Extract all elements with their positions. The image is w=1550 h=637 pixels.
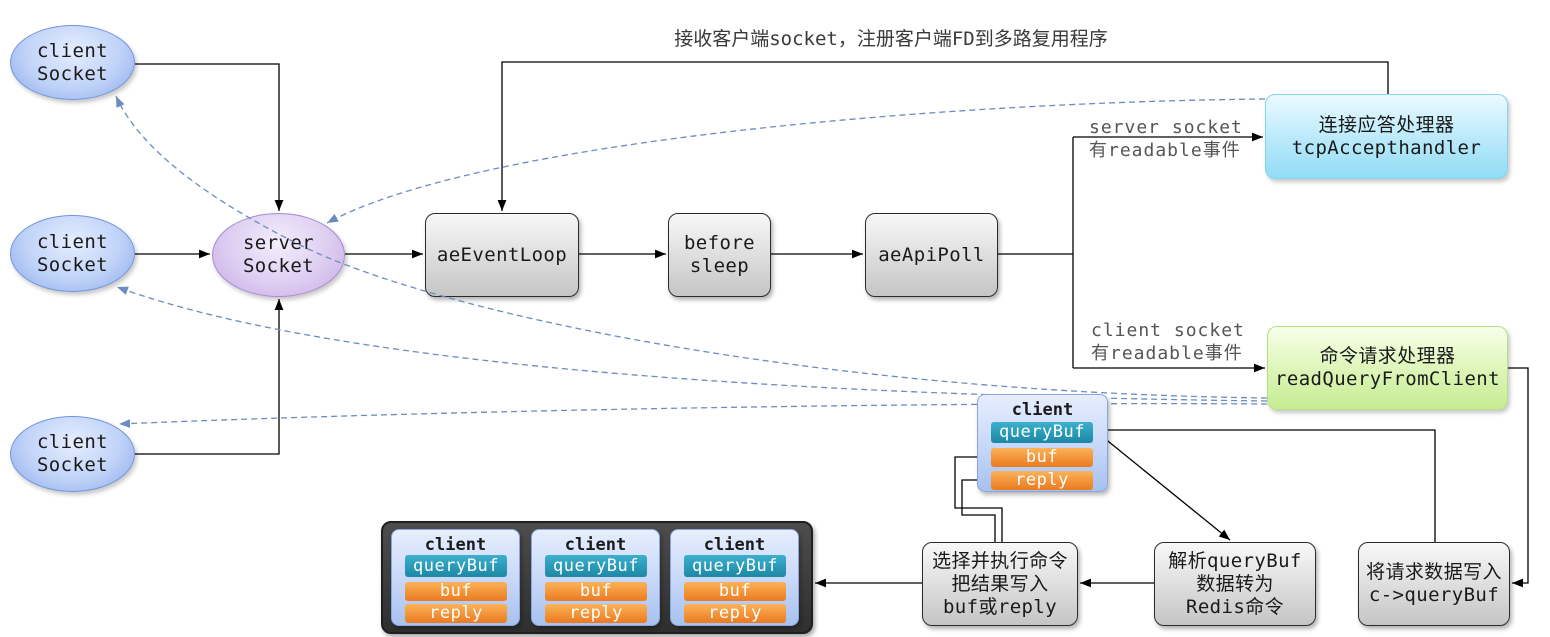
- client-pool-item-2: client queryBuf buf reply: [531, 529, 660, 626]
- ae-event-loop-label: aeEventLoop: [436, 243, 568, 266]
- client-socket-3-line1: client: [36, 431, 109, 453]
- accept-flow-label: 接收客户端socket，注册客户端FD到多路复用程序: [674, 28, 1108, 50]
- tcp-accept-handler-title: 连接应答处理器: [1318, 113, 1455, 136]
- execute-command-line3: buf或reply: [942, 595, 1058, 618]
- server-socket: server Socket: [212, 213, 345, 297]
- client-pool-item-1-querybuf: queryBuf: [405, 555, 507, 577]
- client-struct-querybuf: queryBuf: [991, 422, 1093, 443]
- ae-api-poll-label: aeApiPoll: [878, 243, 985, 266]
- write-query-buf-line1: 将请求数据写入: [1366, 561, 1502, 583]
- arrow-client-socket-1-to-server: [135, 63, 284, 211]
- execute-command-line2: 把结果写入: [951, 572, 1049, 595]
- line-api-poll-branch: [998, 137, 1074, 368]
- ae-event-loop-node: aeEventLoop: [425, 213, 579, 297]
- arrow-querybuf-to-parse-step: [1097, 432, 1231, 541]
- read-query-handler-node: 命令请求处理器 readQueryFromClient: [1267, 326, 1508, 410]
- tcp-accept-handler-node: 连接应答处理器 tcpAccepthandler: [1265, 94, 1508, 179]
- server-socket-readable-line1: server socket: [1089, 117, 1243, 138]
- before-sleep-line1: before: [683, 232, 756, 254]
- execute-command-step: 选择并执行命令 把结果写入 buf或reply: [922, 542, 1078, 626]
- client-socket-3-line2: Socket: [36, 454, 109, 476]
- client-pool-item-3-title: client: [703, 535, 766, 555]
- arrow-client-socket-3-to-server: [135, 299, 284, 455]
- client-pool-item-1-title: client: [424, 535, 487, 555]
- client-socket-2-line2: Socket: [36, 253, 109, 276]
- tcp-accept-handler-name: tcpAccepthandler: [1291, 136, 1482, 159]
- client-pool-item-2-querybuf: queryBuf: [545, 555, 647, 577]
- parse-query-buf-line1: 解析queryBuf: [1168, 549, 1302, 572]
- read-query-handler-title: 命令请求处理器: [1319, 345, 1456, 367]
- arrow-write-step-to-querybuf: [1095, 425, 1436, 542]
- client-pool-item-1-buf: buf: [405, 582, 507, 601]
- client-socket-2: client Socket: [10, 215, 135, 292]
- ae-api-poll-node: aeApiPoll: [865, 213, 998, 297]
- client-socket-3: client Socket: [10, 416, 135, 492]
- client-pool: client queryBuf buf reply client queryBu…: [381, 521, 813, 634]
- client-pool-item-3-reply: reply: [684, 604, 786, 623]
- client-pool-item-3-querybuf: queryBuf: [684, 555, 786, 577]
- execute-command-line1: 选择并执行命令: [932, 549, 1068, 572]
- client-socket-1: client Socket: [10, 25, 135, 100]
- arrow-read-handler-to-write-step: [1508, 367, 1529, 588]
- client-socket-2-line1: client: [36, 230, 109, 253]
- parse-query-buf-line3: Redis命令: [1186, 595, 1284, 618]
- client-pool-item-1: client queryBuf buf reply: [391, 529, 520, 626]
- read-query-handler-name: readQueryFromClient: [1275, 368, 1500, 390]
- write-query-buf-line2: c->queryBuf: [1368, 584, 1500, 606]
- client-pool-item-3-buf: buf: [684, 582, 786, 601]
- parse-query-buf-step: 解析queryBuf 数据转为 Redis命令: [1154, 542, 1316, 626]
- client-socket-readable-label: client socket 有readable事件: [1091, 319, 1261, 365]
- client-pool-item-2-buf: buf: [545, 582, 647, 601]
- client-pool-item-2-title: client: [564, 535, 627, 555]
- client-socket-readable-line2: 有readable事件: [1091, 343, 1243, 364]
- server-socket-readable-label: server socket 有readable事件: [1089, 116, 1259, 162]
- server-socket-line2: Socket: [242, 255, 315, 277]
- before-sleep-node: before sleep: [668, 213, 771, 297]
- before-sleep-line2: sleep: [689, 255, 750, 277]
- client-pool-item-3: client queryBuf buf reply: [670, 529, 799, 626]
- client-socket-1-line2: Socket: [36, 62, 109, 85]
- parse-query-buf-line2: 数据转为: [1196, 572, 1274, 595]
- client-pool-item-2-reply: reply: [545, 604, 647, 623]
- client-struct-reply: reply: [991, 471, 1093, 490]
- server-socket-readable-line2: 有readable事件: [1089, 140, 1241, 161]
- server-socket-line1: server: [242, 232, 315, 254]
- client-struct-buf: buf: [991, 448, 1093, 467]
- client-socket-readable-line1: client socket: [1091, 320, 1245, 341]
- client-struct-title: client: [1011, 400, 1074, 420]
- client-socket-1-line1: client: [36, 39, 109, 62]
- client-struct: client queryBuf buf reply: [977, 394, 1108, 492]
- client-pool-item-1-reply: reply: [405, 604, 507, 623]
- write-query-buf-step: 将请求数据写入 c->queryBuf: [1358, 542, 1510, 626]
